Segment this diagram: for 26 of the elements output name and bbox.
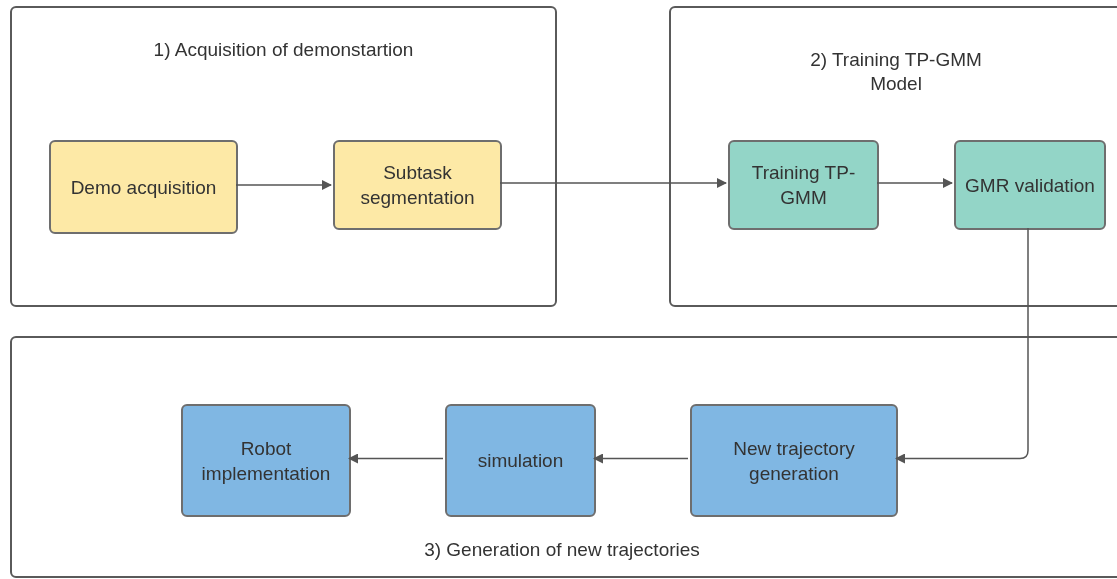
box-label: GMR validation: [965, 173, 1095, 198]
box-label: New trajectory generation: [732, 436, 856, 486]
box-label: Subtask segmentation: [359, 161, 476, 210]
arrow: [499, 178, 727, 188]
group-panel: [10, 336, 1117, 578]
arrow: [895, 227, 1029, 464]
box-label: Robot implementation: [200, 436, 332, 486]
process-box: [728, 140, 879, 230]
arrow: [876, 178, 953, 188]
box-label: Training TP-GMM: [750, 161, 857, 210]
group-panel: [10, 6, 557, 307]
box-label: simulation: [477, 449, 564, 473]
arrow: [348, 453, 444, 464]
box-label: Demo acquisition: [70, 175, 217, 200]
process-box: [49, 140, 238, 234]
group-title: 2) Training TP-GMM Model: [809, 48, 983, 96]
process-box: [954, 140, 1106, 230]
group-panel: [669, 6, 1117, 307]
arrow: [593, 453, 689, 464]
group-title: 3) Generation of new trajectories: [424, 538, 700, 562]
group-title: 1) Acquisition of demonstartion: [153, 38, 414, 62]
arrow: [235, 180, 332, 190]
process-box: [333, 140, 502, 230]
process-box: [690, 404, 898, 517]
process-box: [181, 404, 351, 517]
process-box: [445, 404, 596, 517]
